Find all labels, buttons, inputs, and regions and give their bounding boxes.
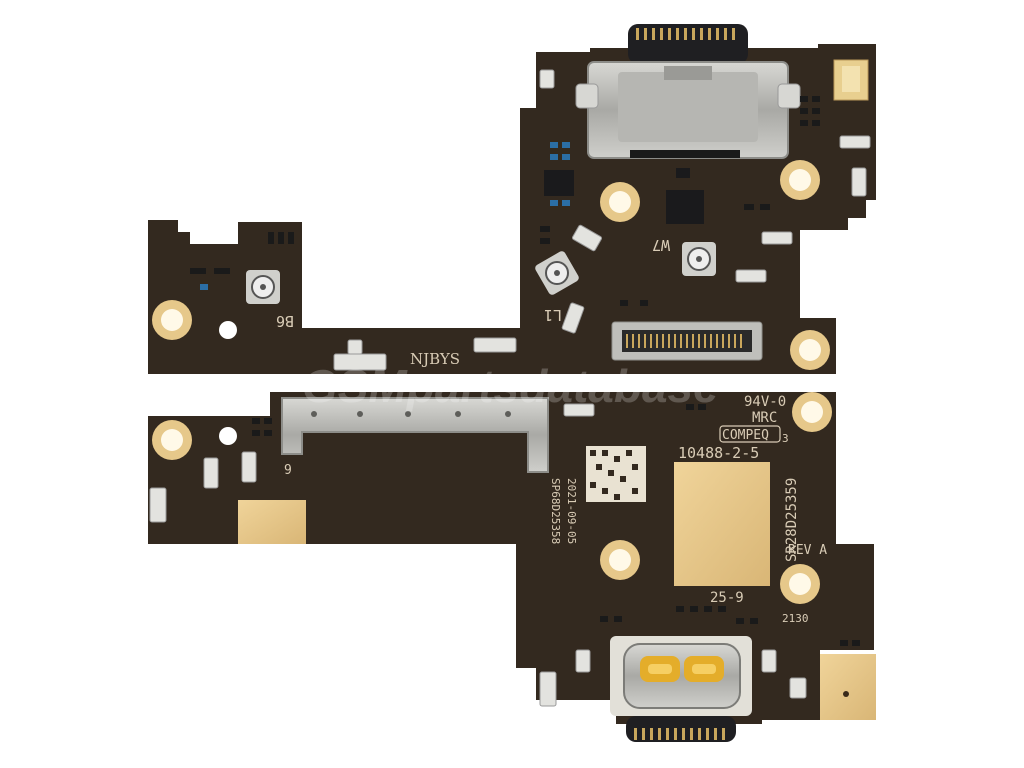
bottom-board: 94V-0 MRC COMPEQ 3 10488-2-5 SR28D25359 … bbox=[148, 392, 876, 742]
brand-label: NJBYS bbox=[410, 350, 460, 368]
microphone-icon bbox=[833, 59, 869, 101]
label-date-code: 25-9 bbox=[710, 590, 744, 606]
board-to-board-connector-icon bbox=[611, 321, 763, 361]
gold-pad-corner bbox=[820, 654, 876, 720]
label-serial: SR28D25359 bbox=[784, 478, 800, 562]
metal-shield bbox=[281, 397, 549, 473]
gold-pad-left bbox=[238, 500, 306, 544]
label-mrc: MRC bbox=[752, 410, 777, 426]
usb-c-connector-icon bbox=[575, 24, 801, 159]
mounting-holes bbox=[152, 160, 830, 370]
coax-connector-icon bbox=[246, 242, 716, 304]
label-revision: REV A bbox=[788, 543, 827, 558]
label-part-number: 10488-2-5 bbox=[678, 444, 759, 462]
mounting-holes-bottom bbox=[152, 392, 832, 604]
components-bottom bbox=[149, 403, 860, 707]
top-board: B6 W7 L1 NJBYS bbox=[148, 24, 876, 604]
label-w7: W7 bbox=[652, 236, 670, 254]
label-compeq-suffix: 3 bbox=[782, 432, 789, 445]
label-date: 2021-09-05 bbox=[565, 478, 578, 544]
watermark: GSMpartsdatabase bbox=[302, 360, 719, 412]
usb-c-connector-bottom-icon bbox=[610, 636, 752, 742]
datamatrix-code bbox=[586, 446, 646, 502]
label-nine: 9 bbox=[284, 463, 292, 478]
label-lot: 2130 bbox=[782, 612, 809, 625]
label-serial-small: SP68D25358 bbox=[549, 478, 562, 544]
gold-pad-center bbox=[674, 462, 770, 586]
label-b6: B6 bbox=[276, 312, 294, 330]
label-compeq: COMPEQ bbox=[722, 428, 769, 443]
label-l1: L1 bbox=[544, 306, 562, 324]
label-rating: 94V-0 bbox=[744, 394, 786, 410]
